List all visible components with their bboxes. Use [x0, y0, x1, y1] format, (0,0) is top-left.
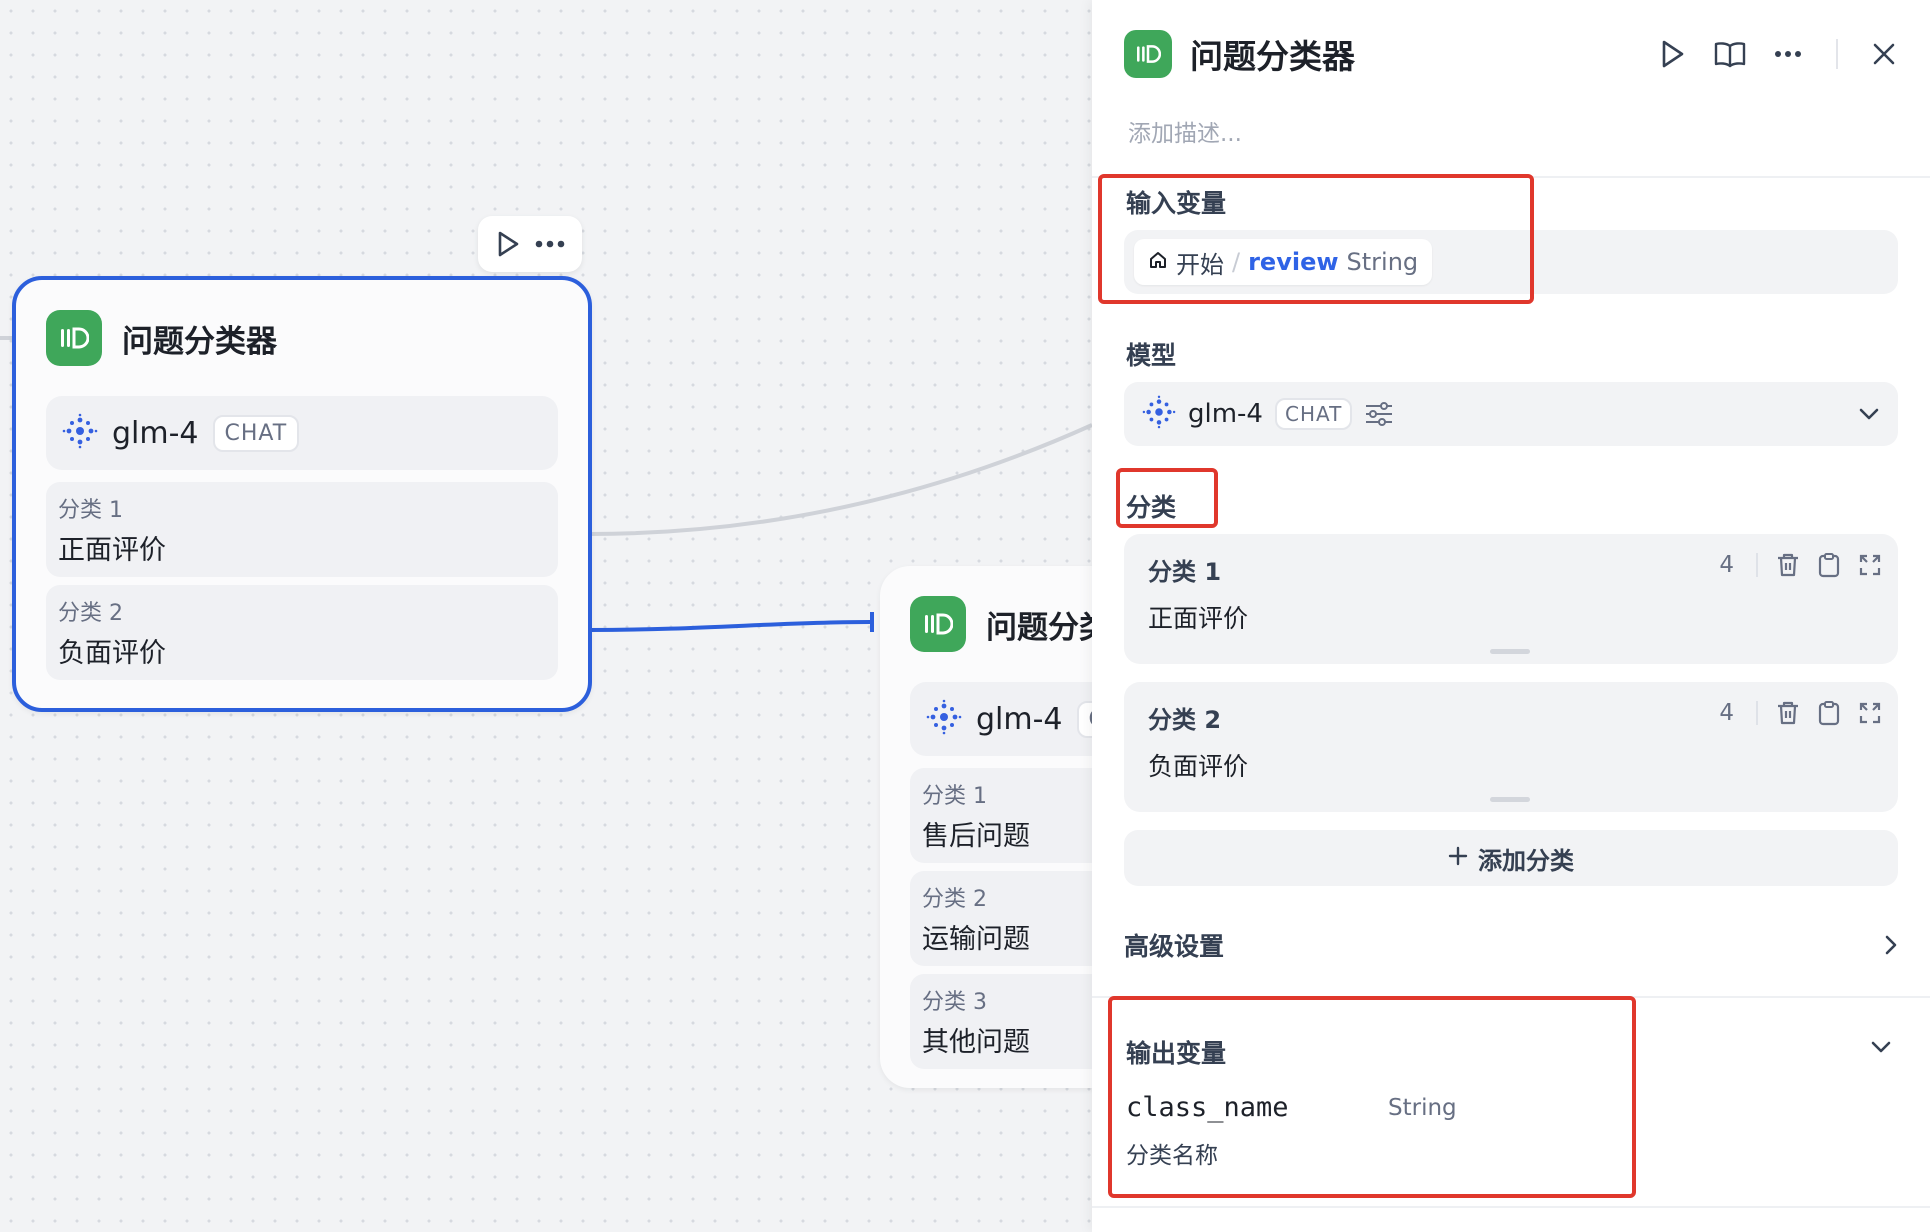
output-section-title: 输出变量: [1126, 1039, 1227, 1068]
class-card[interactable]: 分类 1 正面评价 4: [1124, 534, 1898, 664]
header-actions: [1658, 39, 1896, 69]
classifier-node-selected[interactable]: 问题分类器 glm-4 CHAT 分类 1 正面评价 分类 2 负面评价: [12, 276, 592, 712]
clipboard-icon[interactable]: [1818, 700, 1840, 726]
panel-header: 问题分类器: [1092, 0, 1930, 108]
divider: [1092, 1206, 1930, 1208]
class-card-tools: 4: [1719, 552, 1882, 578]
class-card-label: 分类 2: [1148, 706, 1222, 734]
advanced-settings-row[interactable]: 高级设置: [1124, 920, 1898, 970]
class-label: 分类 1: [922, 784, 987, 809]
class-text: 运输问题: [922, 924, 1030, 955]
char-count: 4: [1719, 700, 1734, 726]
class-text: 售后问题: [922, 821, 1030, 852]
output-variable-description: 分类名称: [1126, 1143, 1218, 1169]
highlight-class-title: [1116, 468, 1218, 528]
class-text: 其他问题: [922, 1027, 1030, 1058]
class-item: 分类 1 正面评价: [46, 482, 558, 577]
clipboard-icon[interactable]: [1818, 552, 1840, 578]
play-icon[interactable]: [1658, 39, 1686, 69]
class-text: 负面评价: [58, 638, 166, 669]
class-label: 分类 3: [922, 990, 987, 1015]
node-header: 问题分类器: [46, 310, 558, 366]
edge-class1: [589, 423, 1093, 536]
header-divider: [1836, 39, 1838, 69]
model-name: glm-4: [976, 701, 1063, 737]
glm-model-icon: [1142, 395, 1176, 433]
glm-model-icon: [926, 699, 962, 739]
resize-handle[interactable]: [1490, 797, 1530, 802]
highlight-input-variables: [1098, 174, 1534, 304]
class-label: 分类 2: [922, 887, 987, 912]
tool-divider: [1756, 701, 1758, 725]
class-label: 分类 2: [58, 601, 123, 626]
node-title: 问题分类器: [122, 323, 277, 360]
chevron-right-icon[interactable]: [1884, 934, 1898, 956]
home-icon: [1148, 248, 1168, 276]
chevron-down-icon[interactable]: [1858, 407, 1880, 421]
class-card-text[interactable]: 正面评价: [1148, 604, 1249, 633]
class-card-tools: 4: [1719, 700, 1882, 726]
output-variable-type: String: [1388, 1095, 1457, 1121]
expand-icon[interactable]: [1858, 553, 1882, 577]
node-toolbar: [478, 216, 582, 272]
variable-separator: /: [1232, 248, 1241, 276]
resize-handle[interactable]: [1490, 649, 1530, 654]
trash-icon[interactable]: [1776, 700, 1800, 726]
variable-node: 开始: [1176, 250, 1224, 279]
class-section-title: 分类: [1126, 493, 1177, 522]
more-icon[interactable]: [1774, 50, 1802, 58]
model-name: glm-4: [112, 415, 199, 451]
class-item: 分类 2 负面评价: [46, 585, 558, 680]
classifier-icon: [910, 596, 966, 652]
char-count: 4: [1719, 552, 1734, 578]
close-icon[interactable]: [1872, 42, 1896, 66]
class-label: 分类 1: [58, 498, 123, 523]
class-list: 分类 1 正面评价 分类 2 负面评价: [46, 482, 558, 680]
highlight-output-variables: [1108, 996, 1636, 1198]
classifier-icon: [1124, 30, 1172, 78]
advanced-settings-title: 高级设置: [1124, 932, 1225, 961]
model-section-title: 模型: [1126, 341, 1177, 370]
chevron-down-icon[interactable]: [1870, 1040, 1892, 1054]
expand-icon[interactable]: [1858, 701, 1882, 725]
variable-type: String: [1346, 248, 1419, 276]
model-name: glm-4: [1188, 399, 1263, 429]
chat-tag: CHAT: [1274, 398, 1353, 430]
node-settings-panel: 问题分类器 添加描述... 输入变量 开始 / re: [1092, 0, 1930, 1232]
add-class-label: 添加分类: [1478, 846, 1574, 875]
play-icon[interactable]: [495, 230, 521, 258]
class-text: 正面评价: [58, 535, 166, 566]
plus-icon: [1448, 844, 1468, 872]
chat-tag: CHAT: [212, 414, 300, 452]
class-card-text[interactable]: 负面评价: [1148, 752, 1249, 781]
sliders-icon[interactable]: [1364, 401, 1394, 427]
add-class-button[interactable]: 添加分类: [1124, 830, 1898, 886]
variable-name: review: [1248, 248, 1339, 276]
book-icon[interactable]: [1714, 40, 1746, 68]
panel-title[interactable]: 问题分类器: [1190, 37, 1355, 76]
glm-model-icon: [62, 413, 98, 453]
variable-chip[interactable]: 开始 / review String: [1134, 239, 1433, 285]
edge-class2: [589, 620, 871, 632]
class-card[interactable]: 分类 2 负面评价 4: [1124, 682, 1898, 812]
input-variable-field[interactable]: 开始 / review String: [1124, 230, 1898, 294]
class-card-label: 分类 1: [1148, 558, 1222, 586]
description-input[interactable]: 添加描述...: [1128, 121, 1242, 147]
tool-divider: [1756, 553, 1758, 577]
output-variable-name: class_name: [1126, 1092, 1289, 1123]
more-icon[interactable]: [535, 240, 565, 248]
input-section-title: 输入变量: [1126, 189, 1227, 218]
node-model-row: glm-4 CHAT: [46, 396, 558, 470]
classifier-icon: [46, 310, 102, 366]
model-select[interactable]: glm-4 CHAT: [1124, 382, 1898, 446]
trash-icon[interactable]: [1776, 552, 1800, 578]
